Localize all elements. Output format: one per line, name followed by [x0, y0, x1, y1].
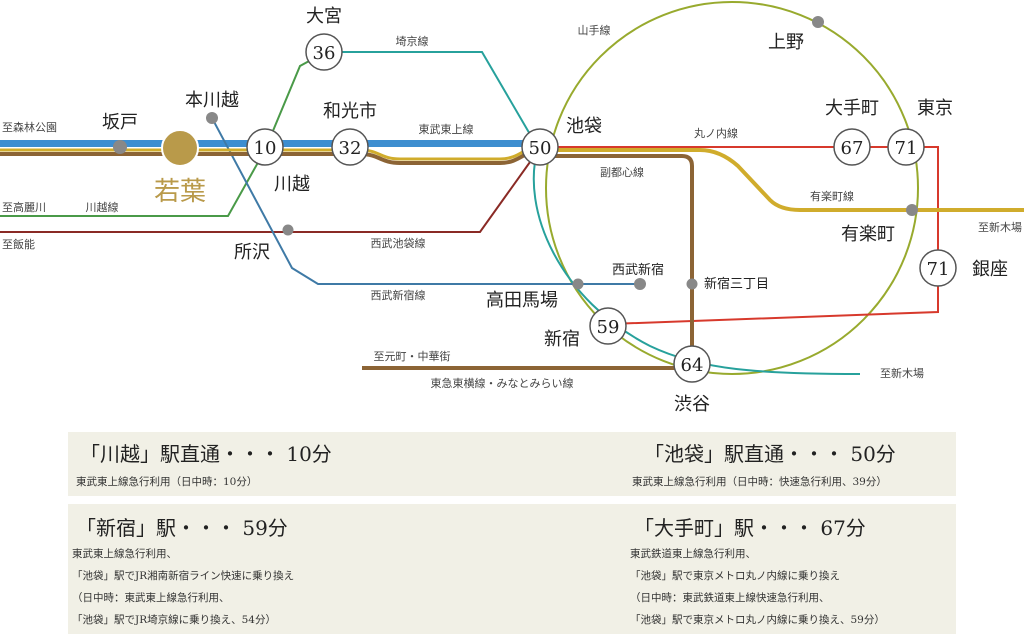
sakado-dot: [113, 140, 127, 154]
station-ikebukuro: 池袋: [566, 116, 602, 137]
station-omiya: 大宮: [306, 6, 342, 27]
otemachi-minutes: 67: [833, 128, 871, 166]
marunouchi-line: [540, 146, 939, 325]
line-label-fukutoshin: 副都心線: [600, 165, 644, 179]
station-shibuya: 渋谷: [674, 394, 710, 415]
line-label-yurakucho: 有楽町線: [810, 189, 854, 203]
dest-hanno: 至飯能: [2, 237, 35, 251]
otemachi-summary-note-2: 「池袋」駅で東京メトロ丸ノ内線に乗り換え: [630, 570, 840, 582]
station-tokorozawa: 所沢: [234, 242, 270, 263]
summary-panel-transfer: 「新宿」駅・・・ 59分 東武東上線急行利用、 「池袋」駅でJR湘南新宿ライン快…: [68, 504, 956, 634]
yurakucho-dot: [906, 204, 918, 216]
wakaba-marker: [161, 129, 199, 167]
dest-shinkiba-yurakucho: 至新木場: [978, 220, 1022, 234]
line-label-marunouchi: 丸ノ内線: [694, 126, 738, 140]
wakoshi-minutes: 32: [331, 128, 369, 166]
station-shinjuku-sanchome: 新宿三丁目: [704, 276, 769, 292]
otemachi-summary-note-3: （日中時：東武鉄道東上線快速急行利用、: [630, 592, 830, 604]
station-tokyo: 東京: [917, 98, 953, 119]
shinjuku-summary-title: 「新宿」駅・・・ 59分: [76, 516, 288, 540]
station-sakado: 坂戸: [102, 112, 138, 133]
seibu-ikebukuro-line: [0, 147, 541, 233]
station-honkawagoe: 本川越: [185, 90, 239, 111]
takadanobaba-dot: [572, 278, 584, 290]
yamanote-line: [545, 1, 919, 375]
station-wakoshi: 和光市: [323, 101, 377, 122]
station-yurakucho: 有楽町: [841, 224, 895, 245]
route-map: 36 10 32 50 67 71 71 59 64 大宮 本川越 坂戸 若葉 …: [0, 1, 1024, 415]
svg-text:71: 71: [927, 259, 950, 280]
line-label-yamanote: 山手線: [578, 23, 611, 37]
station-otemachi: 大手町: [825, 98, 879, 119]
line-label-saikyo: 埼京線: [396, 34, 429, 48]
station-ueno: 上野: [768, 32, 804, 53]
svg-text:32: 32: [339, 138, 362, 159]
ginza-minutes: 71: [919, 249, 957, 287]
kawagoe-summary-note: 東武東上線急行利用（日中時：10分）: [76, 476, 258, 488]
saikyo-line: [325, 51, 861, 375]
summary-panel-direct: 「川越」駅直通・・・ 10分 東武東上線急行利用（日中時：10分） 「池袋」駅直…: [68, 432, 956, 496]
shinjuku-sanchome-dot: [686, 278, 698, 290]
dest-koma: 至高麗川: [2, 200, 46, 214]
otemachi-summary-note-4: 「池袋」駅で東京メトロ丸ノ内線に乗り換え、59分）: [630, 614, 885, 626]
station-wakaba: 若葉: [154, 177, 206, 207]
tokyo-minutes: 71: [887, 128, 925, 166]
ikebukuro-summary-note: 東武東上線急行利用（日中時：快速急行利用、39分）: [632, 476, 887, 488]
svg-text:36: 36: [313, 43, 336, 64]
line-label-seibu-ikebukuro: 西武池袋線: [371, 236, 426, 250]
fukutoshin-line: [540, 154, 694, 366]
station-seibu-shinjuku: 西武新宿: [612, 262, 664, 278]
line-label-toyoko: 東急東横線・みなとみらい線: [431, 376, 574, 390]
svg-text:67: 67: [841, 138, 864, 159]
line-label-seibu-shinjuku: 西武新宿線: [371, 288, 426, 302]
svg-text:71: 71: [895, 138, 918, 159]
shinjuku-summary-note-3: （日中時：東武東上線急行利用、: [72, 592, 230, 604]
seibu-shinjuku-line: [211, 117, 640, 285]
station-shinjuku: 新宿: [544, 329, 580, 350]
ueno-dot: [812, 16, 824, 28]
otemachi-summary-note-1: 東武鉄道東上線急行利用、: [630, 548, 756, 560]
otemachi-summary-title: 「大手町」駅・・・ 67分: [634, 516, 866, 540]
shibuya-minutes: 64: [673, 345, 711, 383]
shinjuku-summary-note-1: 東武東上線急行利用、: [72, 548, 177, 560]
seibu-shinjuku-dot: [634, 278, 646, 290]
line-label-kawagoe: 川越線: [86, 200, 119, 214]
dest-motomachi: 至元町・中華街: [374, 349, 451, 363]
ikebukuro-summary-title: 「池袋」駅直通・・・ 50分: [644, 442, 896, 466]
yurakucho-line: [540, 148, 1024, 212]
svg-text:10: 10: [254, 138, 277, 159]
svg-text:64: 64: [681, 355, 704, 376]
shinjuku-summary-note-4: 「池袋」駅でJR埼京線に乗り換え、54分）: [72, 614, 276, 626]
line-label-tobu-tojo: 東武東上線: [419, 122, 474, 136]
honkawagoe-dot: [206, 112, 218, 124]
tokorozawa-dot: [282, 224, 294, 236]
svg-text:50: 50: [529, 138, 552, 159]
kawagoe-minutes: 10: [246, 128, 284, 166]
dest-shinkiba-saikyo: 至新木場: [880, 366, 924, 380]
omiya-minutes: 36: [305, 33, 343, 71]
shinjuku-summary-note-2: 「池袋」駅でJR湘南新宿ライン快速に乗り換え: [72, 570, 295, 582]
dest-shinrin-koen: 至森林公園: [2, 120, 57, 134]
station-takadanobaba: 高田馬場: [486, 290, 558, 311]
station-kawagoe: 川越: [274, 174, 310, 195]
ikebukuro-minutes: 50: [521, 128, 559, 166]
svg-text:59: 59: [597, 317, 620, 338]
shinjuku-minutes: 59: [589, 307, 627, 345]
station-ginza: 銀座: [972, 259, 1008, 280]
kawagoe-summary-title: 「川越」駅直通・・・ 10分: [80, 442, 332, 466]
